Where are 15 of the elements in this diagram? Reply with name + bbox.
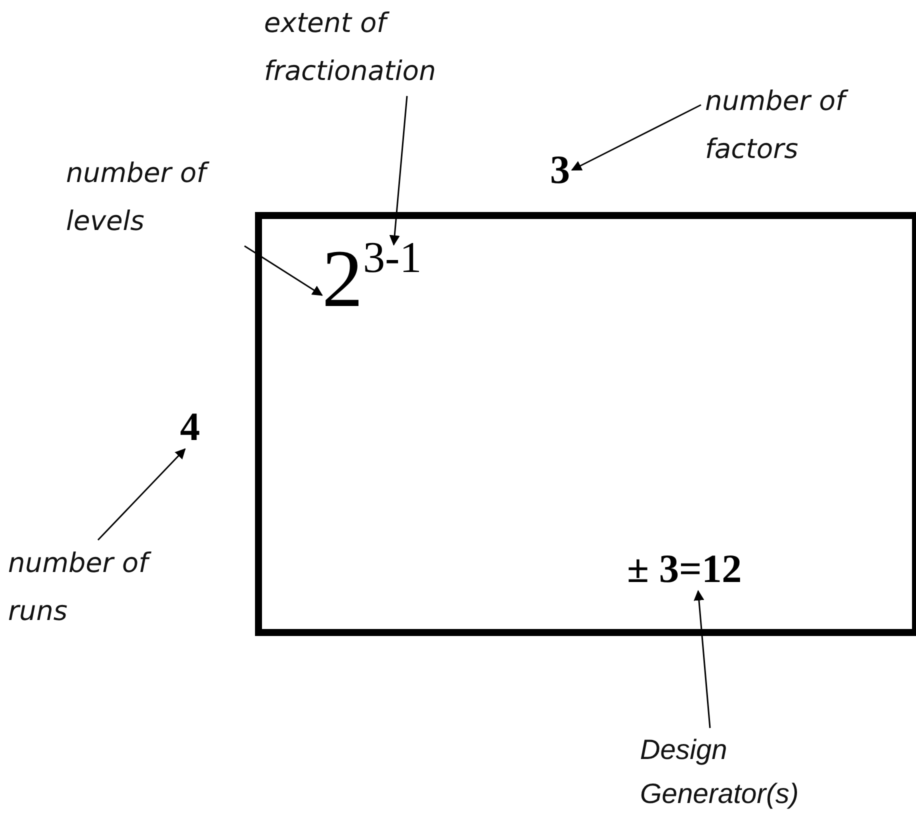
annotation-text: number of factors [705,78,905,174]
annotation-text: number of levels [66,150,276,246]
leader-arrow [571,104,702,171]
design-notation: 2$^{3-1}$ [322,237,422,334]
annotation-text: number of runs [8,540,158,636]
run-number: 4 [180,405,200,449]
leader-arrow [97,448,186,541]
annotation-text: Design Generator(s) [640,728,840,816]
leader-arrow [694,590,711,728]
factor-number: 3 [550,148,570,192]
leader-arrow [244,245,323,296]
generator-equation: ± 3=12 [627,547,742,591]
frame-border [255,212,916,636]
annotation-text: extent of fractionation [264,0,524,96]
leader-arrow [389,96,408,246]
